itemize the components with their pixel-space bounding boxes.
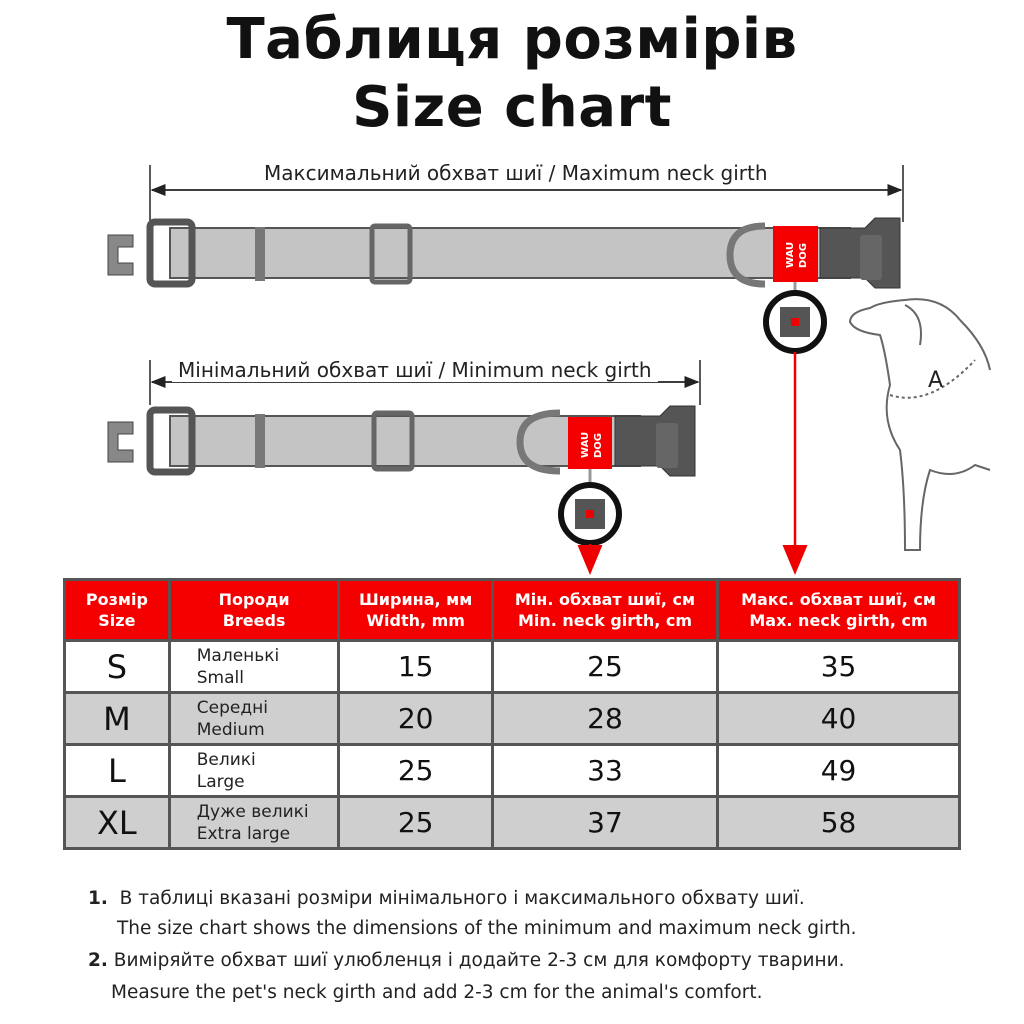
dog-outline-icon <box>848 298 991 551</box>
svg-text:WAU: WAU <box>580 432 591 458</box>
note-1-en: The size chart shows the dimensions of t… <box>117 918 857 939</box>
cell-min: 25 <box>490 639 720 694</box>
brand-tag-max <box>763 226 827 575</box>
cell-max: 49 <box>716 743 961 798</box>
cell-size: M <box>63 691 171 746</box>
brand-logo: WAU DOG WAU DOG <box>580 242 809 458</box>
svg-text:DOG: DOG <box>593 433 604 458</box>
collar-max <box>107 217 901 289</box>
cell-max: 58 <box>716 795 961 850</box>
max-girth-label: Максимальний обхват шиї / Maximum neck g… <box>258 161 774 185</box>
title-english: Size chart <box>352 75 672 140</box>
dog-measure-label: A <box>928 368 943 393</box>
note-2-uk: 2. Виміряйте обхват шиї улюбленця і дода… <box>88 950 845 971</box>
cell-size: L <box>63 743 171 798</box>
brand-tag-min <box>558 417 622 575</box>
cell-min: 37 <box>490 795 720 850</box>
min-girth-label: Мінімальний обхват шиї / Minimum neck gi… <box>172 358 658 382</box>
cell-width: 25 <box>337 795 494 850</box>
svg-text:WAU: WAU <box>785 242 796 268</box>
cell-width: 25 <box>337 743 494 798</box>
min-girth-dimension-line <box>149 360 701 405</box>
cell-min: 28 <box>490 691 720 746</box>
cell-width: 20 <box>337 691 494 746</box>
note-2-en: Measure the pet's neck girth and add 2-3… <box>111 982 763 1003</box>
cell-max: 35 <box>716 639 961 694</box>
collar-min <box>107 405 696 477</box>
cell-min: 33 <box>490 743 720 798</box>
title-ukrainian: Таблиця розмірів <box>226 7 798 72</box>
cell-max: 40 <box>716 691 961 746</box>
cell-size: S <box>63 639 171 694</box>
note-1-uk: 1. В таблиці вказані розміри мінімальног… <box>88 888 805 909</box>
max-girth-dimension-line <box>149 165 904 222</box>
svg-text:DOG: DOG <box>798 243 809 268</box>
cell-width: 15 <box>337 639 494 694</box>
cell-size: XL <box>63 795 171 850</box>
